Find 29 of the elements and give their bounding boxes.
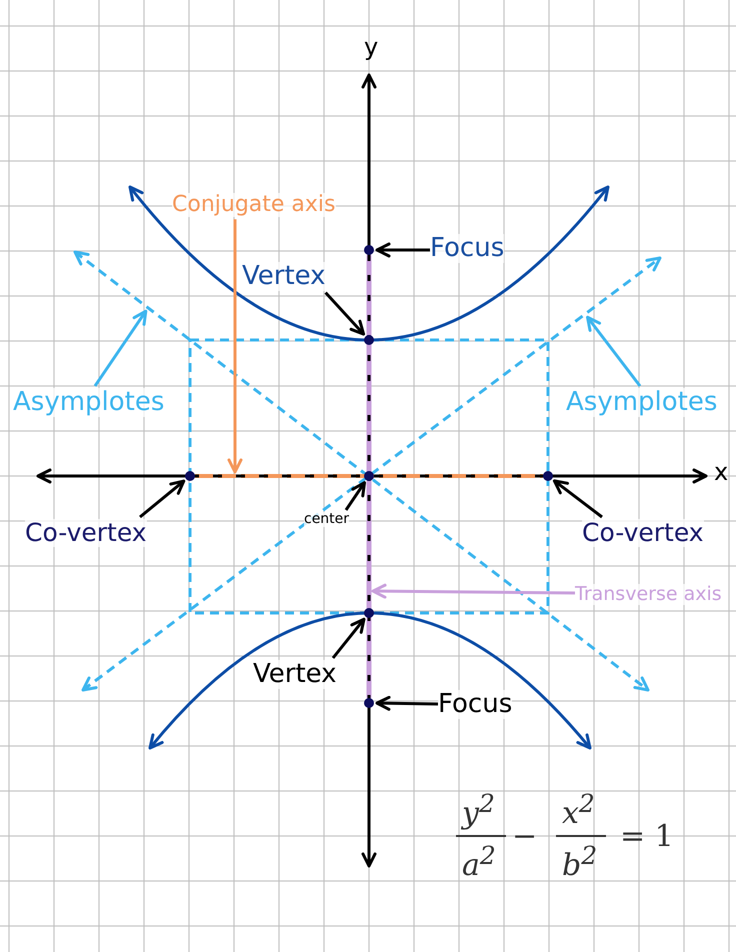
axis-label: y <box>364 34 378 60</box>
leader-arrow <box>344 481 366 511</box>
axis-name: Transverse axis <box>575 584 722 605</box>
point-label: Co-vertex <box>25 519 147 546</box>
point-label: Focus <box>438 690 512 719</box>
axis-name: Conjugate axis <box>172 193 336 218</box>
focus-point <box>364 245 374 255</box>
asymptote-label: Asymplotes <box>13 388 164 417</box>
equation-term: x$^{2}$ <box>562 790 595 830</box>
equation-term: y$^{2}$ <box>462 790 495 830</box>
leader-arrow <box>552 479 603 518</box>
axis-label: x <box>714 459 728 486</box>
point-label: Focus <box>430 234 504 263</box>
leader-arrow <box>586 316 642 387</box>
asymptote-label: Asymplotes <box>566 388 718 417</box>
leader-arrow <box>139 480 186 518</box>
equation-term: = 1 <box>620 820 674 853</box>
leader-arrow <box>324 292 366 336</box>
equation-term: a$^{2}$ <box>462 842 496 882</box>
leader-arrow <box>376 242 430 258</box>
focus-point <box>364 698 374 708</box>
equation-term: − <box>512 820 538 853</box>
point-label: Co-vertex <box>582 519 704 546</box>
leader-arrow <box>332 618 366 659</box>
leader-arrow <box>372 584 576 599</box>
leader-arrow <box>94 310 148 387</box>
equation-term: b$^{2}$ <box>562 842 598 882</box>
leader-arrow <box>376 696 438 711</box>
leader-arrow <box>228 219 242 474</box>
